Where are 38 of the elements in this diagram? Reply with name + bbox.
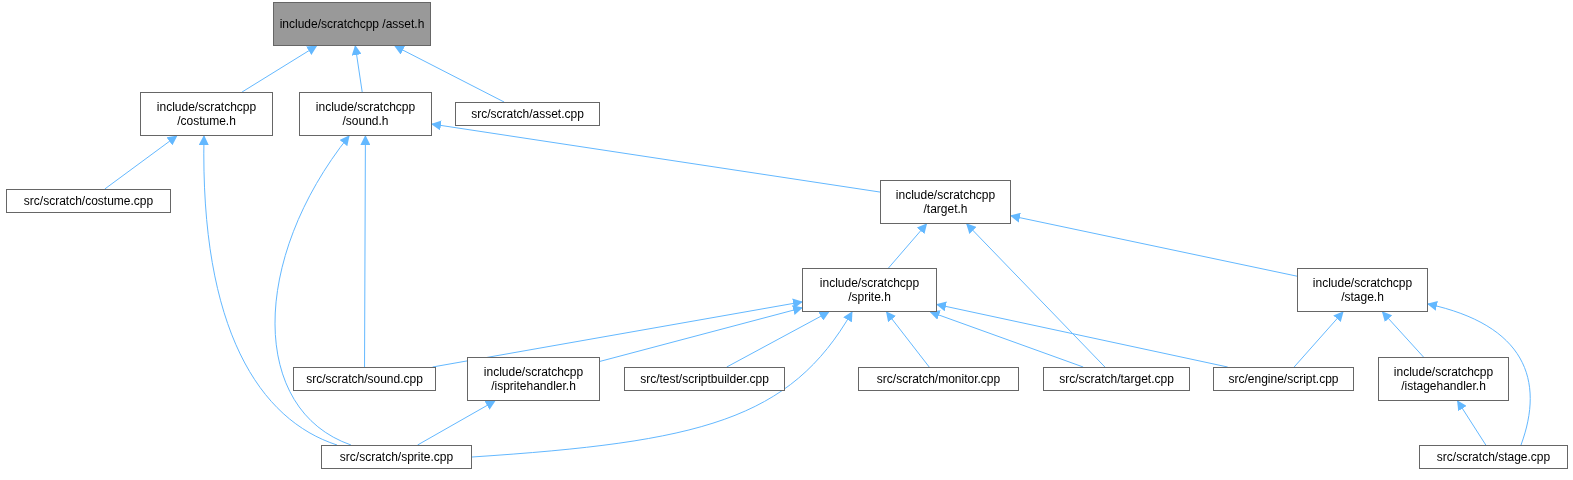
arrow — [1381, 311, 1424, 358]
file-box: src/scratch/costume.cpp — [6, 189, 171, 213]
highlighted-file-box: include/scratchcpp /asset.h — [273, 2, 431, 46]
file-box: include/scratchcpp /costume.h — [140, 92, 273, 136]
arrow — [471, 311, 853, 458]
file-box: include/scratchcpp /target.h — [880, 180, 1011, 224]
file-box: src/scratch/target.cpp — [1043, 367, 1190, 391]
file-box: src/scratch/sound.cpp — [293, 367, 436, 391]
arrow — [199, 135, 338, 446]
arrow — [888, 223, 928, 269]
arrow — [1427, 301, 1531, 446]
arrow — [360, 135, 371, 368]
arrow — [394, 45, 505, 103]
arrow — [351, 45, 363, 93]
arrow — [966, 223, 1106, 368]
arrow — [726, 311, 830, 368]
file-box: include/scratchcpp /ispritehandler.h — [467, 357, 600, 401]
file-box: src/scratch/asset.cpp — [455, 102, 600, 126]
arrow — [1457, 400, 1487, 446]
file-box: include/scratchcpp /istagehandler.h — [1378, 357, 1509, 401]
arrow — [431, 120, 881, 193]
arrow — [104, 135, 178, 190]
file-box: src/scratch/stage.cpp — [1419, 445, 1568, 469]
file-box: src/scratch/monitor.cpp — [858, 367, 1019, 391]
arrow — [929, 310, 1084, 368]
arrow — [417, 400, 496, 446]
file-box: src/test/scriptbuilder.cpp — [624, 367, 785, 391]
arrow — [1293, 311, 1344, 368]
arrow — [241, 45, 318, 93]
arrow — [274, 135, 352, 446]
file-box: src/scratch/sprite.cpp — [321, 445, 472, 469]
file-box: include/scratchcpp /sound.h — [299, 92, 432, 136]
file-box: src/engine/script.cpp — [1213, 367, 1354, 391]
file-box: include/scratchcpp /stage.h — [1297, 268, 1428, 312]
arrow — [885, 311, 930, 368]
file-box: include/scratchcpp /sprite.h — [802, 268, 937, 312]
arrow — [1010, 212, 1298, 277]
arrow — [599, 305, 803, 362]
